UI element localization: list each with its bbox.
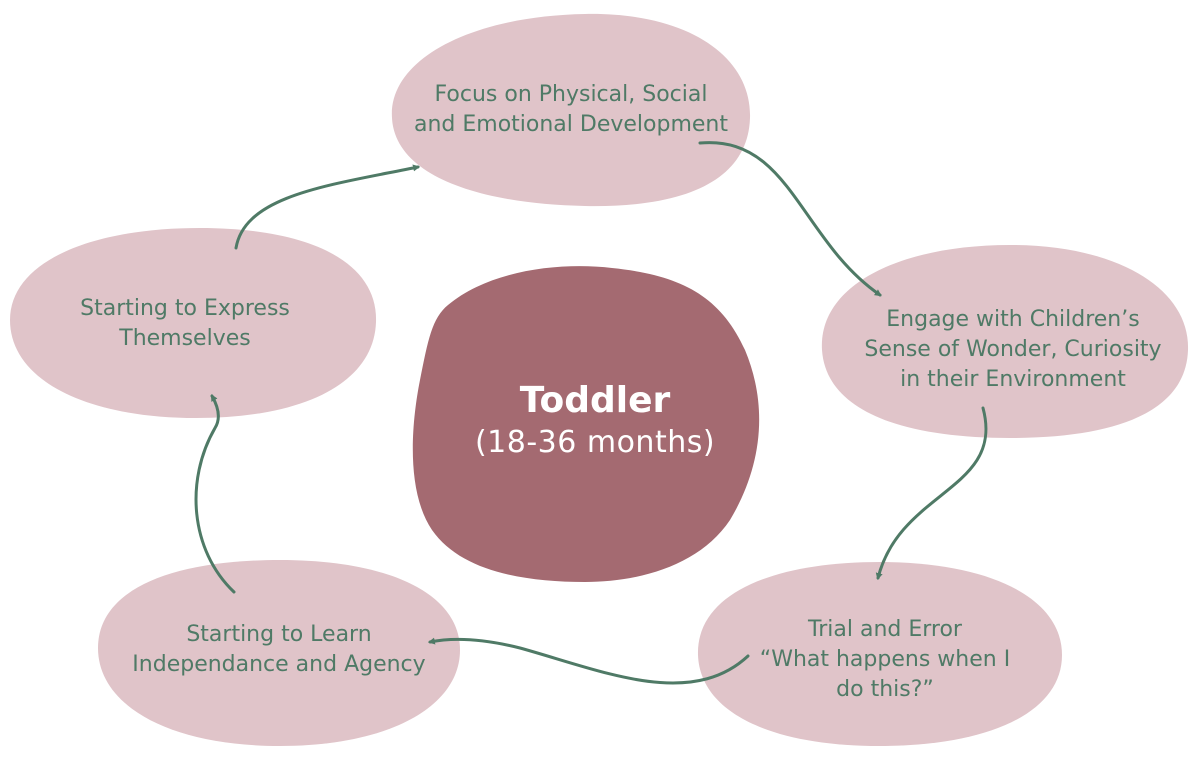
node-label-engage-line-2: Sense of Wonder, Curiosity bbox=[864, 337, 1162, 362]
blob-engage bbox=[821, 245, 1189, 438]
node-label-focus-line-1: Focus on Physical, Social bbox=[434, 82, 708, 107]
arrow-engage-to-trial bbox=[875, 406, 988, 581]
center-subtitle: (18-36 months) bbox=[474, 425, 716, 460]
arrow-express-to-focus bbox=[234, 164, 421, 250]
node-label-engage-line-3: in their Environment bbox=[900, 367, 1126, 392]
blob-express bbox=[10, 228, 377, 418]
node-label-focus: Focus on Physical, Social and Emotional … bbox=[392, 60, 750, 160]
node-label-trial-line-2: “What happens when I bbox=[759, 647, 1011, 672]
node-label-independence: Starting to Learn Independance and Agenc… bbox=[98, 600, 460, 700]
node-label-trial-line-1: Trial and Error bbox=[808, 617, 962, 642]
node-label-trial: Trial and Error “What happens when I do … bbox=[710, 600, 1060, 720]
node-label-engage-line-1: Engage with Children’s bbox=[886, 307, 1140, 332]
node-label-focus-line-2: and Emotional Development bbox=[413, 112, 728, 137]
arrow-independence-to-express bbox=[194, 394, 236, 594]
node-label-express-line-2: Themselves bbox=[119, 326, 251, 351]
node-label-trial-line-3: do this?” bbox=[836, 677, 934, 702]
blob-center-toddler bbox=[412, 266, 760, 582]
arrow-trial-to-independence bbox=[427, 637, 750, 685]
node-label-express: Starting to Express Themselves bbox=[10, 274, 360, 374]
arrow-focus-to-engage bbox=[698, 141, 882, 297]
center-title: Toddler bbox=[519, 380, 671, 421]
blob-trial bbox=[697, 562, 1062, 746]
node-label-engage: Engage with Children’s Sense of Wonder, … bbox=[835, 290, 1191, 410]
blob-independence bbox=[98, 560, 460, 746]
blob-focus bbox=[391, 13, 751, 207]
node-label-independence-line-2: Independance and Agency bbox=[132, 652, 426, 677]
node-label-express-line-1: Starting to Express bbox=[80, 296, 290, 321]
center-label: Toddler (18-36 months) bbox=[410, 378, 780, 462]
node-label-independence-line-1: Starting to Learn bbox=[186, 622, 372, 647]
